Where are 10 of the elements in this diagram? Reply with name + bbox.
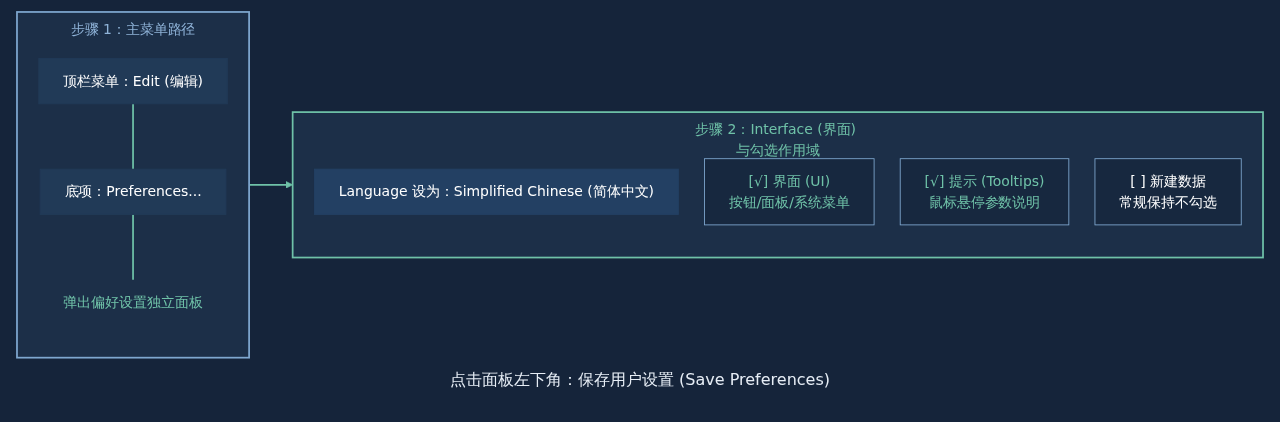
node-box: [√] 界面 (UI) 按钮/面板/系统菜单 xyxy=(704,158,875,226)
node-box: [ ] 新建数据 常规保持不勾选 xyxy=(1094,158,1242,226)
connector xyxy=(132,213,134,281)
node-text: 弹出偏好设置独立面板 xyxy=(63,293,203,311)
node-box: 底项：Preferences... xyxy=(39,168,227,216)
note-text: 点击面板左下角：保存用户设置 (Save Preferences) xyxy=(450,370,830,391)
connector xyxy=(132,103,134,171)
node-box: 顶栏菜单：Edit (编辑) xyxy=(38,58,228,105)
node-box: Language 设为：Simplified Chinese (简体中文) xyxy=(314,168,679,216)
node-box: [√] 提示 (Tooltips) 鼠标悬停参数说明 xyxy=(899,158,1070,226)
